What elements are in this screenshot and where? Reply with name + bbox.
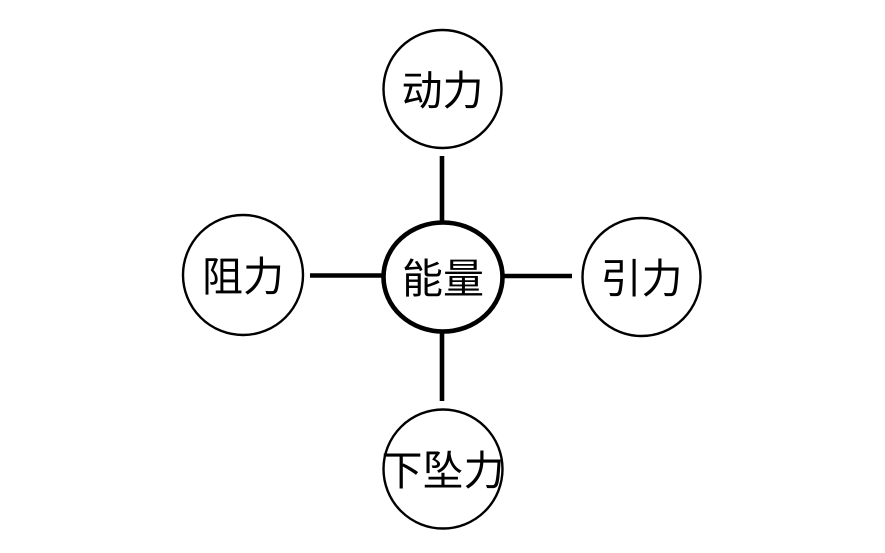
- node-left: 阻力: [181, 213, 305, 337]
- node-left-circle: [181, 213, 305, 337]
- node-bottom-label: 下坠力: [382, 447, 505, 495]
- node-right-circle: [581, 216, 702, 338]
- node-center: 能量: [381, 220, 505, 334]
- node-center-label: 能量: [402, 255, 484, 303]
- node-left-label: 阻力: [202, 253, 284, 301]
- node-top: 动力: [382, 28, 503, 150]
- node-top-circle: [382, 28, 503, 150]
- node-top-label: 动力: [402, 67, 484, 115]
- node-center-circle: [381, 220, 505, 334]
- node-bottom-circle: [382, 408, 504, 530]
- node-right: 引力: [581, 216, 702, 338]
- node-bottom: 下坠力: [382, 408, 505, 530]
- node-right-label: 引力: [601, 255, 683, 303]
